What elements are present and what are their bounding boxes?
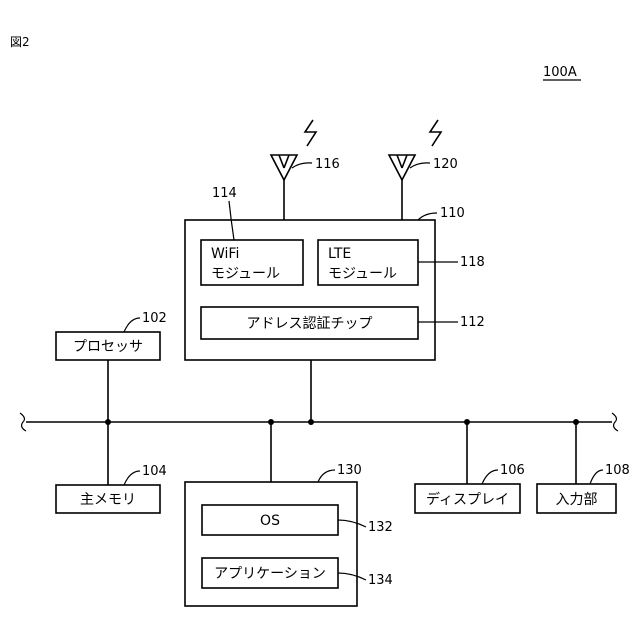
application-label: アプリケーション <box>214 566 326 582</box>
antenna-lte-ref: 120 <box>433 157 458 172</box>
bus-break-right <box>612 413 618 431</box>
processor-label: プロセッサ <box>73 339 143 355</box>
bus-junction <box>308 419 314 425</box>
lte-module-ref: 118 <box>460 255 485 270</box>
wifi-module-label-line2: モジュール <box>211 266 280 282</box>
device-ref: 100A <box>543 65 577 80</box>
os-label: OS <box>260 513 280 529</box>
os-ref: 132 <box>368 520 393 535</box>
lte-module-label-line2: モジュール <box>328 266 397 282</box>
figure-label: 図2 <box>10 35 30 49</box>
signal-bolt-icon <box>305 120 316 146</box>
input-unit-label: 入力部 <box>556 492 598 508</box>
lte-module-label-line1: LTE <box>328 246 351 262</box>
display-label: ディスプレイ <box>426 491 509 508</box>
address-auth-chip-ref: 112 <box>460 315 485 330</box>
main-memory-label: 主メモリ <box>80 492 136 508</box>
input-unit-ref: 108 <box>605 463 630 478</box>
wifi-module-ref: 114 <box>212 186 237 201</box>
signal-bolt-icon <box>430 120 441 146</box>
wifi-module-label-line1: WiFi <box>211 246 239 262</box>
antenna-wifi-ref: 116 <box>315 157 340 172</box>
communication-unit-ref: 110 <box>440 206 465 221</box>
application-ref: 134 <box>368 573 393 588</box>
main-memory-ref: 104 <box>142 464 167 479</box>
display-ref: 106 <box>500 463 525 478</box>
address-auth-chip-label: アドレス認証チップ <box>247 316 373 332</box>
bus-break-left <box>20 413 26 431</box>
storage-ref: 130 <box>337 463 362 478</box>
processor-ref: 102 <box>142 311 167 326</box>
